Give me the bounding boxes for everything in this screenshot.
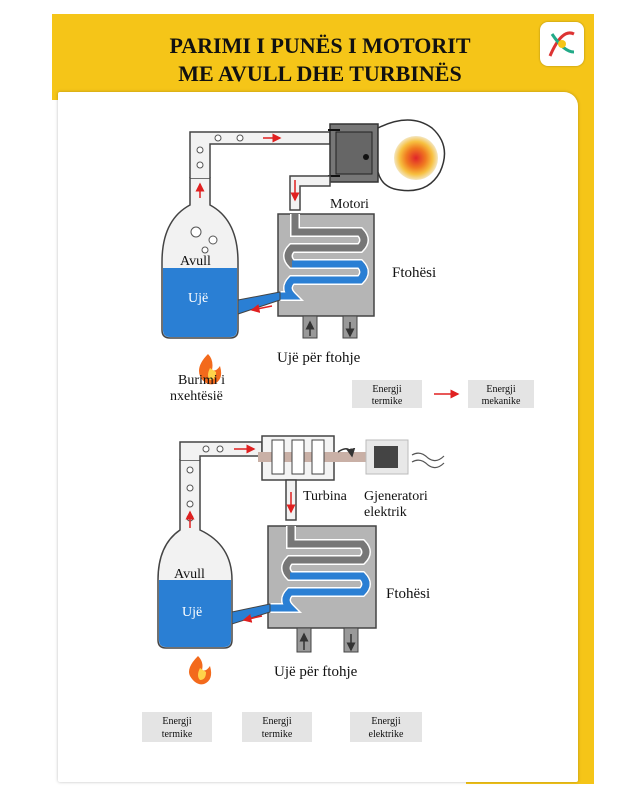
publisher-logo [540,22,584,66]
steam-engine-diagram: Motori Avull Ujë Ftohësi Ujë për ftohje … [161,119,534,408]
energy-box-1-line-1: Energji [162,716,191,727]
steam-label-2: Avull [174,567,205,582]
energy-to-line-1: Energji [486,384,515,395]
engine-label: Motori [330,197,369,212]
heat-source-line-2: nxehtësië [170,389,223,404]
energy-box-2-line-1: Energji [262,716,291,727]
cooler-label-2: Ftohësi [386,586,430,602]
steam-turbine-diagram: Turbina Gjeneratori elektrik Avull Ujë F… [142,435,445,742]
turbine-label: Turbina [303,489,348,504]
energy-box-3-line-1: Energji [371,716,400,727]
generator-line-1: Gjeneratori [364,489,428,504]
title-line-1: PARIMI I PUNËS I MOTORIT [169,33,471,58]
generator-line-2: elektrik [364,505,407,520]
logo-icon [548,31,575,57]
energy-from-line-1: Energji [372,384,401,395]
energy-box-3-line-2: elektrike [369,729,405,740]
energy-box-2-line-2: termike [262,729,293,740]
water-label: Ujë [188,291,208,306]
heat-source-line-1: Burimi i [178,373,225,388]
steam-pipe [189,131,331,178]
energy-from-line-2: termike [372,396,403,407]
steam-label: Avull [180,254,211,269]
title-line-2: ME AVULL DHE TURBINËS [178,61,462,86]
energy-to-line-2: mekanike [482,396,521,407]
boiler-water-2 [159,580,231,647]
cooling-water-label: Ujë për ftohje [277,350,361,366]
water-label-2: Ujë [182,605,202,620]
boiler-water [163,268,237,337]
cooling-water-label-2: Ujë për ftohje [274,664,358,680]
energy-box-1-line-2: termike [162,729,193,740]
poster-title: PARIMI I PUNËS I MOTORIT ME AVULL DHE TU… [70,32,570,88]
cooler-label: Ftohësi [392,265,436,281]
